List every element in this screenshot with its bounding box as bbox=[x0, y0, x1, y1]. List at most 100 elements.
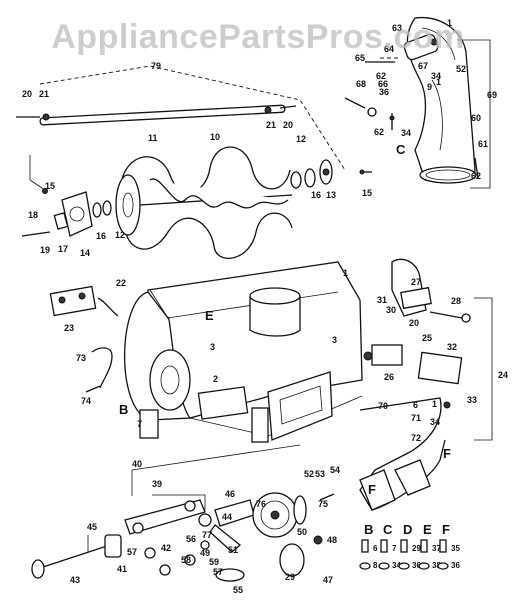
bolt-icon bbox=[380, 539, 388, 553]
bolt-icon bbox=[361, 539, 369, 553]
legend-letter-f: F bbox=[442, 522, 450, 537]
view-letter-v-E: E bbox=[205, 308, 214, 323]
callout-c-59: 59 bbox=[209, 557, 219, 567]
callout-c-66: 66 bbox=[378, 79, 388, 89]
legend-item-d-1: 36 bbox=[412, 561, 421, 570]
callout-c-48: 48 bbox=[327, 535, 337, 545]
callout-c-26: 26 bbox=[384, 372, 394, 382]
callout-c-68: 68 bbox=[356, 79, 366, 89]
callout-c-34b: 34 bbox=[401, 128, 411, 138]
legend-item-d-0: 29 bbox=[412, 544, 421, 553]
legend-item-c-0: 7 bbox=[392, 544, 397, 553]
callout-c-24: 24 bbox=[498, 370, 508, 380]
auger-assembly bbox=[16, 65, 372, 259]
callout-c-52a: 52 bbox=[304, 469, 314, 479]
washer-icon bbox=[437, 562, 449, 570]
callout-c-20a: 20 bbox=[22, 89, 32, 99]
belt-guard-parts bbox=[49, 285, 119, 393]
callout-c-51: 51 bbox=[228, 545, 238, 555]
callout-c-31: 31 bbox=[377, 295, 387, 305]
callout-c-12b: 12 bbox=[115, 230, 125, 240]
callout-c-49: 49 bbox=[200, 548, 210, 558]
callout-c-13: 13 bbox=[326, 190, 336, 200]
callout-c-2: 2 bbox=[213, 374, 218, 384]
callout-c-34c: 34 bbox=[431, 71, 441, 81]
callout-c-73: 73 bbox=[76, 353, 86, 363]
callout-c-29: 29 bbox=[285, 572, 295, 582]
callout-c-72: 72 bbox=[411, 433, 421, 443]
discharge-chute bbox=[344, 17, 491, 189]
legend-item-b-0: 6 bbox=[373, 544, 378, 553]
drive-parts bbox=[31, 444, 335, 582]
view-letter-v-F2: F bbox=[368, 482, 376, 497]
callout-c-L1: 1 bbox=[447, 18, 452, 28]
callout-c-34a: 34 bbox=[430, 417, 440, 427]
view-letter-v-F1: F bbox=[443, 446, 451, 461]
callout-c-6: 6 bbox=[413, 400, 418, 410]
callout-c-53: 53 bbox=[315, 469, 325, 479]
callout-c-57b: 57 bbox=[213, 567, 223, 577]
callout-c-52b: 52 bbox=[456, 64, 466, 74]
callout-c-45: 45 bbox=[87, 522, 97, 532]
callout-c-62b: 62 bbox=[376, 71, 386, 81]
washer-icon bbox=[359, 562, 371, 570]
legend-item-f-1: 36 bbox=[451, 561, 460, 570]
callout-c-3b: 3 bbox=[332, 335, 337, 345]
hardware-legend: B6 8 C 7 34 D29 36 E37 38 F35 36 bbox=[359, 522, 460, 570]
right-side-parts bbox=[359, 258, 493, 511]
callout-c-62a: 62 bbox=[471, 171, 481, 181]
callout-c-30: 30 bbox=[386, 305, 396, 315]
callout-c-27: 27 bbox=[411, 277, 421, 287]
view-letter-v-C: C bbox=[396, 142, 406, 157]
washer-icon bbox=[418, 562, 430, 570]
callout-c-1: 1 bbox=[343, 268, 348, 278]
bolt-icon bbox=[439, 539, 447, 553]
callout-c-11: 11 bbox=[148, 133, 158, 143]
callout-c-63: 63 bbox=[392, 23, 402, 33]
callout-c-16b: 16 bbox=[311, 190, 321, 200]
callout-c-32: 32 bbox=[447, 342, 457, 352]
callout-c-57a: 57 bbox=[127, 547, 137, 557]
callout-c-76: 76 bbox=[256, 499, 266, 509]
callout-c-65: 65 bbox=[355, 53, 365, 63]
legend-letter-d: D bbox=[403, 522, 412, 537]
callout-c-15b: 15 bbox=[362, 188, 372, 198]
legend-letter-c: C bbox=[383, 522, 393, 537]
callout-c-15a: 15 bbox=[45, 181, 55, 191]
bolt-icon bbox=[400, 539, 408, 553]
callout-c-71: 71 bbox=[411, 413, 421, 423]
callout-c-40: 40 bbox=[132, 459, 142, 469]
auger-spiral bbox=[115, 146, 293, 259]
legend-item-c-1: 34 bbox=[392, 561, 401, 570]
legend-letter-b: B bbox=[364, 522, 373, 537]
callout-c-67: 67 bbox=[418, 61, 428, 71]
auger-housing bbox=[123, 261, 363, 443]
callout-c-7: 7 bbox=[137, 419, 142, 429]
legend-letter-e: E bbox=[423, 522, 432, 537]
callout-c-22: 22 bbox=[116, 278, 126, 288]
callout-c-47: 47 bbox=[323, 575, 333, 585]
view-letter-v-B: B bbox=[119, 402, 128, 417]
callout-c-9: 9 bbox=[427, 82, 432, 92]
callout-c-44: 44 bbox=[222, 512, 232, 522]
legend-item-e-1: 38 bbox=[432, 561, 441, 570]
callout-c-55: 55 bbox=[233, 585, 243, 595]
callout-c-74: 74 bbox=[81, 396, 91, 406]
legend-item-f-0: 35 bbox=[451, 544, 460, 553]
callout-c-60: 60 bbox=[471, 113, 481, 123]
callout-c-54: 54 bbox=[330, 465, 340, 475]
callout-c-18: 18 bbox=[28, 210, 38, 220]
legend-item-e-0: 37 bbox=[432, 544, 441, 553]
callout-c-56: 56 bbox=[186, 534, 196, 544]
washer-icon bbox=[398, 562, 410, 570]
callout-c-21a: 21 bbox=[39, 89, 49, 99]
callout-c-20c: 20 bbox=[409, 318, 419, 328]
legend-item-b-1: 8 bbox=[373, 561, 378, 570]
callout-c-17: 17 bbox=[58, 244, 68, 254]
callout-c-3a: 3 bbox=[210, 342, 215, 352]
callout-c-23: 23 bbox=[64, 323, 74, 333]
callout-c-19: 19 bbox=[40, 245, 50, 255]
callout-c-33: 33 bbox=[467, 395, 477, 405]
